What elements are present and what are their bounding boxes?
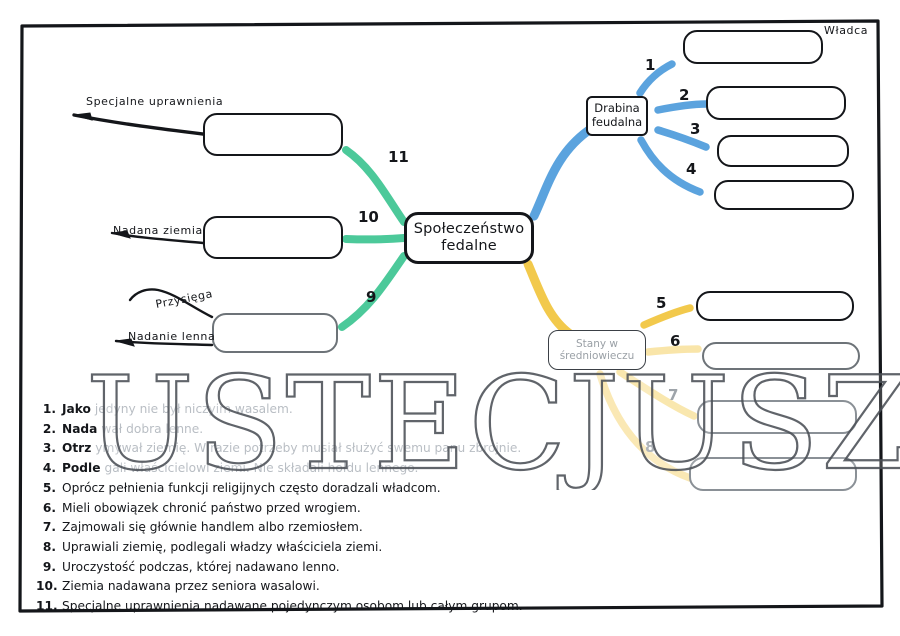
branch-number-9: 9 [366,288,377,306]
branch-yellow-5 [640,304,694,329]
answer-item: 9. Uroczystość podczas, której nadawano l… [36,558,596,578]
answer-box-3[interactable] [717,135,849,167]
pointer-arrow-nadanie-lenna [115,338,135,347]
branch-green-9 [338,252,408,331]
answer-item-text: Specjalne uprawnienia nadawane pojedyncz… [62,599,523,614]
answer-item-number: 10. [36,579,58,594]
answer-item: 5. Oprócz pełnienia funkcji religijnych c… [36,479,596,499]
branch-yellow-8 [596,370,694,482]
branch-number-5: 5 [656,294,667,312]
answer-item-text: Uroczystość podczas, której nadawano len… [62,559,340,574]
answer-box-1[interactable] [683,30,823,64]
branch-number-7: 7 [668,386,679,404]
answer-item-text: Uprawiali ziemię, podlegali władzy właśc… [62,539,383,554]
answer-item-number: 4. [42,461,56,476]
node-hub-ladder[interactable]: Drabina feudalna [586,96,648,136]
pointer-arrow-nadana-ziemia [111,230,131,239]
answer-box-4[interactable] [714,180,854,210]
node-hub-ladder-line1: Drabina [594,101,640,116]
answer-item-lead: Podle [62,461,101,476]
answer-box-2[interactable] [706,86,846,120]
answer-item-text: Oprócz pełnienia funkcji religijnych czę… [62,480,441,495]
answer-item-text: jedyny nie był niczyim wasalem. [94,402,293,416]
label-specjalne-uprawnienia: Specjalne uprawnienia [86,95,224,108]
branch-yellow-6 [644,345,702,356]
answer-item-number: 6. [42,500,56,515]
pointer-arrow-specjalne [73,112,93,121]
branch-yellow-main [523,259,575,339]
branch-green-11 [342,146,408,226]
answer-item-number: 8. [42,539,56,554]
branch-number-4: 4 [686,160,697,178]
branch-number-1: 1 [645,56,656,74]
answer-item-number: 3. [42,441,56,456]
answer-item-number: 1. [42,402,56,416]
node-hub-estates[interactable]: Stany w średniowieczu [548,330,646,370]
branch-number-8: 8 [645,438,656,456]
answer-item: 6. Mieli obowiązek chronić państwo przed … [36,499,596,519]
node-hub-ladder-line2: feudalna [591,115,643,129]
answer-box-6[interactable] [702,342,860,370]
answer-box-9[interactable] [212,313,338,353]
branch-number-3: 3 [690,120,701,138]
answer-item-text: wał dobra lenne. [101,421,204,436]
label-nadana-ziemia: Nadana ziemia [113,224,203,237]
pointer-line-specjalne [72,113,205,136]
node-hub-estates-label: Stany w średniowieczu [554,338,641,363]
node-hub-estates-line1: Stany w [575,337,618,350]
answer-item-number: 11. [36,599,58,614]
answer-item-text: Zajmowali się głównie handlem albo rzemi… [62,520,363,535]
answer-item: 8. Uprawiali ziemię, podlegali władzy wła… [36,538,596,558]
node-center-line2: fedalne [441,238,497,254]
answer-item-text: Ziemia nadawana przez seniora wasalowi. [62,579,320,594]
branch-number-11: 11 [388,148,409,166]
branch-blue-main [529,123,597,221]
branch-number-2: 2 [679,86,690,104]
node-center-line1: Społeczeństwo [413,220,525,237]
answer-item-text: Mieli obowiązek chronić państwo przed wr… [62,500,361,515]
node-center-label: Społeczeństwo fedalne [408,221,531,255]
answer-item-number: 7. [42,520,56,535]
branch-yellow-7 [616,368,698,420]
pointer-line-przysiega [128,288,214,319]
answer-box-8[interactable] [689,457,857,491]
answer-item: 10. Ziemia nadawana przez seniora wasalow… [36,577,596,597]
answer-box-7[interactable] [697,400,857,434]
branch-blue-2 [654,100,710,114]
answer-item-lead: Otrz [62,441,92,456]
branch-blue-4 [637,136,704,196]
branch-blue-3 [654,126,710,151]
label-wladca: Władca [824,24,869,37]
answer-item-number: 2. [42,421,56,436]
answer-item-text: ymywał ziemię. W razie potrzeby musiał s… [95,441,522,456]
page-frame [18,19,884,613]
answer-item-lead: Nada [62,421,98,436]
answer-item-text: gali właścicielowi ziemi. Nie składali h… [104,461,419,476]
answer-item: 11. Specjalne uprawnienia nadawane pojedy… [36,597,596,617]
label-nadanie-lenna: Nadanie lenna [128,330,216,343]
branch-blue-1 [636,60,676,97]
branch-number-10: 10 [358,208,379,226]
answer-item-lead: Jako [62,402,91,416]
answer-box-11[interactable] [203,113,343,156]
node-center[interactable]: Społeczeństwo fedalne [404,212,534,264]
answer-item-number: 9. [42,559,56,574]
answer-item-number: 5. [42,480,56,495]
answer-box-10[interactable] [203,216,343,259]
node-hub-ladder-label: Drabina feudalna [586,102,648,129]
answer-item: 7. Zajmowali się głównie handlem albo rze… [36,518,596,538]
branch-number-6: 6 [670,332,681,350]
answer-box-5[interactable] [696,291,854,321]
node-hub-estates-line2: średniowieczu [559,350,635,362]
branch-green-10 [342,234,408,244]
